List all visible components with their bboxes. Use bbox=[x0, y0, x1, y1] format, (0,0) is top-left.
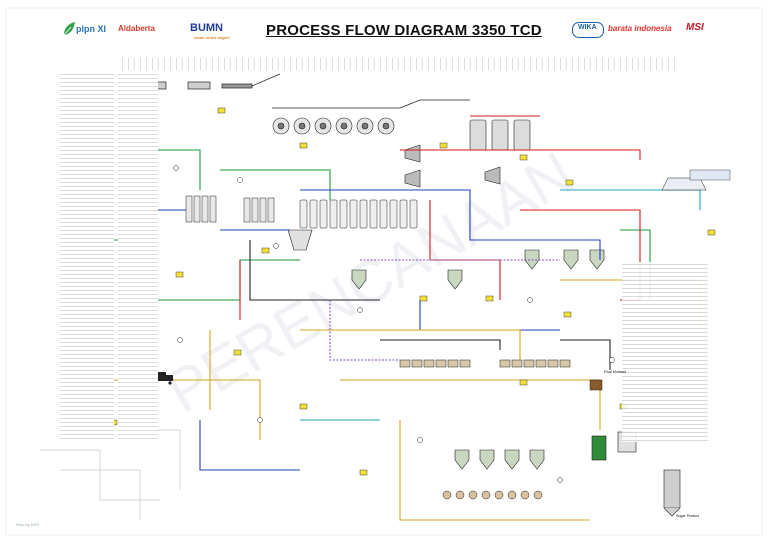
sugar-dryer-group bbox=[591, 431, 681, 517]
page-title: PROCESS FLOW DIAGRAM 3350 TCD bbox=[266, 22, 542, 39]
mill-1 bbox=[272, 117, 290, 135]
boiler-group bbox=[469, 115, 540, 151]
plpn-logo-group: plpn XI Aldaberta bbox=[62, 18, 190, 44]
plpn-xi-logo: plpn XI bbox=[76, 24, 106, 34]
centrifugal-row-lower bbox=[442, 490, 543, 500]
turbine-3 bbox=[484, 166, 501, 185]
cane-carrier-block bbox=[221, 83, 253, 89]
pump-symbols bbox=[173, 165, 615, 483]
boiler-2 bbox=[491, 119, 509, 151]
vacuum-pan-row bbox=[351, 249, 605, 470]
footer-credit: Prep by BRS bbox=[16, 522, 40, 527]
sugar-bin-hopper bbox=[663, 507, 681, 517]
msi-logo: MSI bbox=[686, 22, 704, 33]
mill-tandem bbox=[272, 117, 395, 135]
syrup-line-orange-4 bbox=[399, 420, 590, 521]
evaporator-row bbox=[299, 199, 418, 229]
sugar-product-label: Sugar Product bbox=[676, 514, 699, 518]
mill-2 bbox=[293, 117, 311, 135]
cane-table-block bbox=[187, 81, 211, 90]
wika-logo-group: WIKA barata indonesia MSI bbox=[570, 20, 750, 44]
juice-line-blue-5 bbox=[199, 420, 300, 471]
syrup-line-orange-2 bbox=[300, 329, 521, 360]
equipment-list-left bbox=[60, 72, 114, 442]
aldaberta-logo: Aldaberta bbox=[118, 24, 155, 33]
boiler-3 bbox=[513, 119, 531, 151]
mill-4 bbox=[335, 117, 353, 135]
vapor-line-purple bbox=[329, 300, 400, 361]
mill-5 bbox=[356, 117, 374, 135]
equipment-spec-header bbox=[120, 58, 680, 70]
syrup-line-orange-3 bbox=[340, 379, 601, 430]
vacuum-pan-i bbox=[529, 449, 545, 470]
bagasse-conveyor bbox=[272, 99, 470, 109]
bumn-logo: BUMN bbox=[190, 22, 223, 34]
juice-line-blue-3 bbox=[300, 189, 601, 260]
molasses-line-black-1 bbox=[249, 240, 380, 301]
vacuum-pan-b bbox=[447, 269, 463, 290]
turbine-1 bbox=[404, 144, 421, 163]
turbine-group bbox=[404, 144, 501, 188]
clarifier bbox=[287, 229, 313, 251]
wika-logo-box bbox=[572, 22, 604, 38]
turbine-2 bbox=[404, 169, 421, 188]
barata-logo: barata indonesia bbox=[608, 24, 672, 33]
vacuum-pan-g bbox=[479, 449, 495, 470]
cooling-pond bbox=[689, 169, 731, 181]
sheet-frame bbox=[5, 7, 763, 536]
molasses-line-black-2 bbox=[380, 339, 501, 350]
faint-aux-piping bbox=[40, 429, 181, 520]
vacuum-pan-f bbox=[454, 449, 470, 470]
sugar-dryer bbox=[591, 435, 607, 461]
equipment-list-right bbox=[622, 262, 708, 442]
juice-line-blue-4 bbox=[419, 300, 560, 331]
cane-intake-group bbox=[149, 73, 281, 90]
final-molasses-label: Final Molases bbox=[604, 370, 627, 374]
mill-3 bbox=[314, 117, 332, 135]
vacuum-pan-h bbox=[504, 449, 520, 470]
bumn-tagline: made untuk negeri bbox=[194, 35, 230, 40]
vacuum-pan-c bbox=[563, 249, 579, 270]
cooling-tower bbox=[661, 177, 707, 191]
sugar-bin bbox=[663, 469, 681, 509]
boiler-1 bbox=[469, 119, 487, 151]
crystallizer-row-upper bbox=[399, 359, 571, 368]
cane-carrier-incline bbox=[251, 73, 281, 87]
vacuum-pan-d bbox=[589, 249, 605, 270]
wika-logo: WIKA bbox=[578, 24, 597, 31]
bumn-logo-group: BUMN made untuk negeri bbox=[190, 22, 250, 44]
vacuum-pan-a bbox=[351, 269, 367, 290]
final-molasses-tank bbox=[589, 379, 603, 391]
plpn-leaf-icon bbox=[63, 22, 75, 36]
juice-line-green-2 bbox=[220, 169, 331, 200]
juice-heater-row bbox=[185, 195, 275, 223]
equipment-list-left-2 bbox=[118, 72, 158, 442]
mill-6 bbox=[377, 117, 395, 135]
steam-line-red-1 bbox=[400, 149, 641, 160]
